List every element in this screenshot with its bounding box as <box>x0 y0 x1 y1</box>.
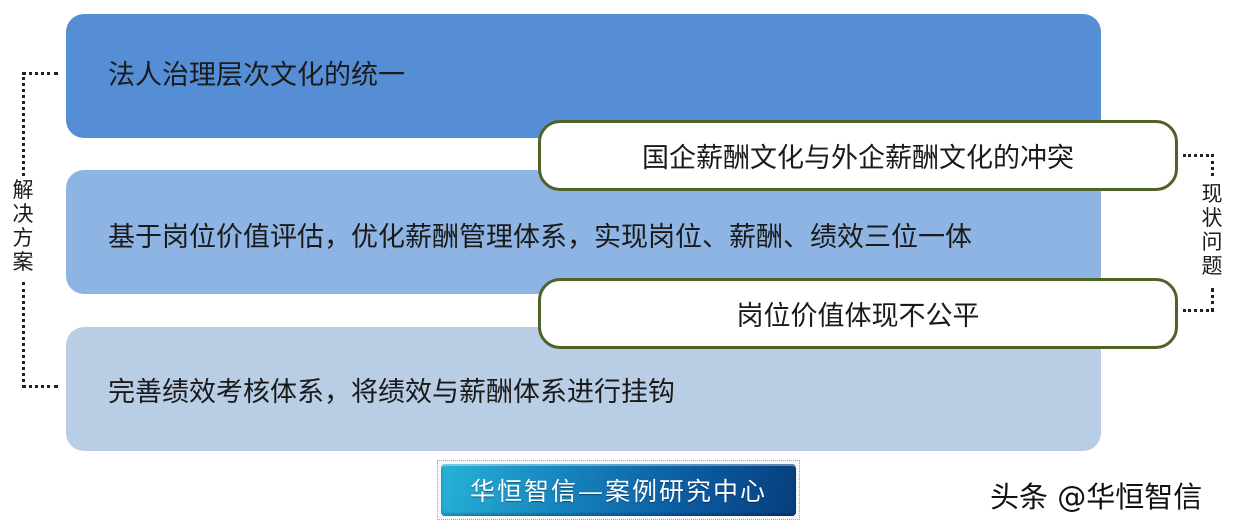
solutions-bracket-bottom <box>22 282 58 388</box>
source-watermark: 头条 @华恒智信 <box>990 480 1203 514</box>
case-study-badge-label: 华恒智信—案例研究中心 <box>441 464 796 516</box>
solution-text-1: 法人治理层次文化的统一 <box>108 59 405 91</box>
solution-text-3: 完善绩效考核体系，将绩效与薪酬体系进行挂钩 <box>108 376 675 408</box>
solutions-label: 解决方案 <box>12 178 34 274</box>
problem-callout-2: 岗位价值体现不公平 <box>538 278 1178 349</box>
problems-bracket-top <box>1183 154 1214 176</box>
problem-callout-1: 国企薪酬文化与外企薪酬文化的冲突 <box>538 120 1178 191</box>
solution-band-1: 法人治理层次文化的统一 <box>66 14 1101 138</box>
problems-bracket-bottom <box>1183 288 1214 312</box>
solutions-bracket-top <box>22 72 58 176</box>
problems-label: 现状问题 <box>1201 182 1223 278</box>
solution-band-2: 基于岗位价值评估，优化薪酬管理体系，实现岗位、薪酬、绩效三位一体 <box>66 170 1101 294</box>
solution-text-2: 基于岗位价值评估，优化薪酬管理体系，实现岗位、薪酬、绩效三位一体 <box>108 221 972 253</box>
case-study-badge: 华恒智信—案例研究中心 <box>437 460 800 520</box>
